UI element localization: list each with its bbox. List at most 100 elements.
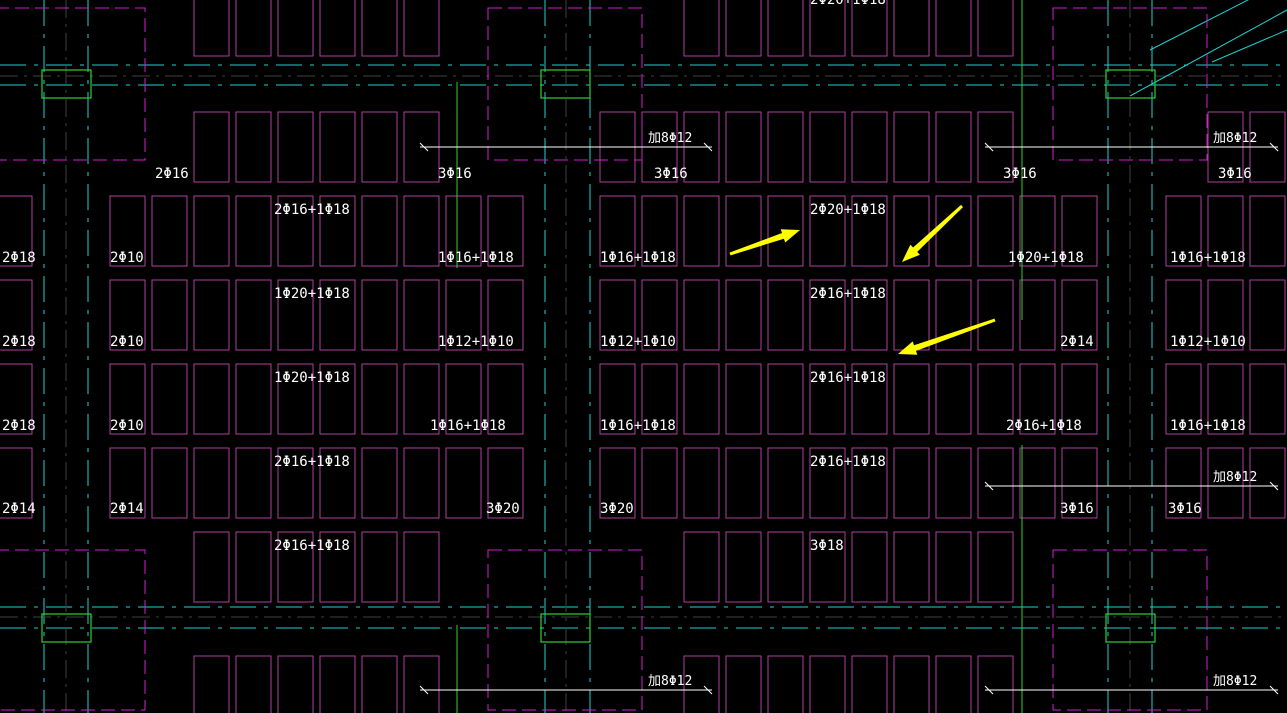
- rebar-label: 2Φ16+1Φ18: [810, 286, 886, 302]
- slab-panel: [235, 447, 272, 519]
- slab-panel: [109, 447, 146, 519]
- slab-panel: [725, 195, 762, 267]
- rebar-label: 3Φ16: [1060, 501, 1094, 517]
- slab-panel: [445, 195, 482, 267]
- slab-panel: [893, 447, 930, 519]
- slab-panel: [1207, 195, 1244, 267]
- slab-panel: [151, 279, 188, 351]
- slab-panel: [851, 447, 888, 519]
- slab-panel: [319, 655, 356, 713]
- slab-panel: [319, 363, 356, 435]
- dimension-tick: [984, 481, 994, 491]
- slab-panel: [851, 279, 888, 351]
- slab-panel: [641, 447, 678, 519]
- slab-panel: [683, 279, 720, 351]
- slab-panel: [361, 0, 398, 57]
- slab-panel: [0, 447, 33, 519]
- rebar-label: 2Φ10: [110, 250, 144, 266]
- slab-panel: [683, 447, 720, 519]
- slab-panel: [277, 111, 314, 183]
- dimension-tick: [1269, 685, 1279, 695]
- slab-panel: [767, 111, 804, 183]
- slab-panel: [319, 111, 356, 183]
- pile-cap: [1052, 549, 1208, 711]
- arrows: [729, 204, 996, 355]
- slab-panel: [809, 0, 846, 57]
- slab-panel: [0, 195, 33, 267]
- slab-panel: [361, 531, 398, 603]
- slab-panel: [767, 0, 804, 57]
- slab-panel: [277, 363, 314, 435]
- slab-panel: [151, 363, 188, 435]
- slab-panel: [935, 531, 972, 603]
- rebar-label: 1Φ20+1Φ18: [274, 286, 350, 302]
- column: [41, 613, 92, 643]
- pile-caps: [0, 7, 1208, 711]
- slab-panel: [599, 363, 636, 435]
- slab-panel: [725, 655, 762, 713]
- slab-panel: [403, 363, 440, 435]
- rebar-label: 3Φ20: [486, 501, 520, 517]
- slab-panel: [1061, 279, 1098, 351]
- slab-panel: [277, 0, 314, 57]
- diagonal-line: [1129, 9, 1287, 97]
- slab-panel: [193, 279, 230, 351]
- rebar-label: 1Φ16+1Φ18: [438, 250, 514, 266]
- slab-panel: [725, 447, 762, 519]
- slab-panel: [599, 279, 636, 351]
- rebar-label: 2Φ20+1Φ18: [810, 0, 886, 8]
- slab-panel: [1249, 363, 1286, 435]
- slab-panel: [319, 0, 356, 57]
- slab-panel: [1249, 447, 1286, 519]
- slab-panel: [599, 195, 636, 267]
- slab-panel: [767, 195, 804, 267]
- rebar-label: 1Φ16+1Φ18: [600, 250, 676, 266]
- slab-panel: [893, 655, 930, 713]
- slab-panel: [1165, 195, 1202, 267]
- slab-panel: [935, 279, 972, 351]
- slab-panel: [893, 195, 930, 267]
- rebar-label: 1Φ12+1Φ10: [1170, 334, 1246, 350]
- rebar-label: 1Φ16+1Φ18: [600, 418, 676, 434]
- slab-panel: [1249, 195, 1286, 267]
- slab-panel: [277, 195, 314, 267]
- slab-panel: [319, 447, 356, 519]
- slab-panel: [319, 195, 356, 267]
- slab-panel: [193, 655, 230, 713]
- slab-panel: [683, 195, 720, 267]
- rebar-label: 2Φ16+1Φ18: [810, 454, 886, 470]
- pile-cap: [487, 7, 643, 161]
- rebar-label: 2Φ16+1Φ18: [810, 370, 886, 386]
- dimension-label: 加8Φ12: [1213, 674, 1257, 689]
- rebar-label: 2Φ16+1Φ18: [274, 538, 350, 554]
- rebar-label: 2Φ10: [110, 334, 144, 350]
- slab-panel: [935, 0, 972, 57]
- slab-panel: [109, 363, 146, 435]
- slab-panel: [683, 531, 720, 603]
- slab-panel: [487, 447, 524, 519]
- slab-panel: [235, 363, 272, 435]
- slab-panel: [193, 0, 230, 57]
- slab-panel: [893, 0, 930, 57]
- slab-panel: [767, 447, 804, 519]
- slab-panel: [403, 531, 440, 603]
- slab-panel: [235, 531, 272, 603]
- slab-panel: [977, 195, 1014, 267]
- slab-panel: [977, 279, 1014, 351]
- dimension-tick: [419, 142, 429, 152]
- rebar-label: 2Φ16+1Φ18: [1006, 418, 1082, 434]
- columns: [41, 0, 1156, 713]
- slab-panel: [809, 447, 846, 519]
- slab-panel: [641, 195, 678, 267]
- rebar-label: 3Φ20: [600, 501, 634, 517]
- dimension-label: 加8Φ12: [648, 131, 692, 146]
- slab-panel: [851, 195, 888, 267]
- slab-panel: [893, 111, 930, 183]
- slab-panel: [235, 195, 272, 267]
- rebar-label: 2Φ16+1Φ18: [274, 202, 350, 218]
- rebar-label: 3Φ16: [1168, 501, 1202, 517]
- slab-panel: [683, 655, 720, 713]
